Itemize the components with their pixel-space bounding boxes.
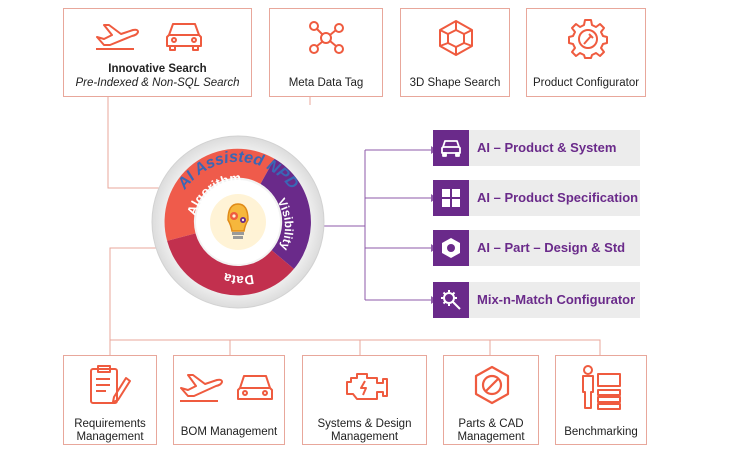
innovative-search-subtitle: Pre-Indexed & Non-SQL Search [75,77,240,89]
innovative-search-box[interactable]: Innovative Search Pre-Indexed & Non-SQL … [63,8,252,97]
ai-product-system-label: AI – Product & System [477,140,617,155]
product-configurator-box[interactable]: Product Configurator [526,8,646,97]
lightbulb-gear-icon [227,203,249,239]
3d-shape-icon [435,17,477,59]
ai-product-specification-label: AI – Product Specification [477,190,639,205]
ai-product-specification-item[interactable]: AI – Product Specification [433,180,640,216]
car-icon [433,130,469,166]
gear-wrench-icon [567,17,609,59]
algorithm-segment [164,148,275,241]
3d-shape-search-box[interactable]: 3D Shape Search [400,8,510,97]
airplane-car-icon [178,370,282,404]
grid-icon [433,180,469,216]
product-configurator-label: Product Configurator [532,77,640,89]
ai-product-system-item[interactable]: AI – Product & System [433,130,640,166]
meta-data-tag-box[interactable]: Meta Data Tag [269,8,383,97]
gear-search-icon [433,282,469,318]
mix-n-match-configurator-item[interactable]: Mix-n-Match Configurator [433,282,640,318]
requirements-management-box[interactable]: Requirements Management [63,355,157,445]
parts-cad-line2: Management [457,431,525,443]
requirements-management-line2: Management [76,431,144,443]
3d-shape-search-label: 3D Shape Search [409,77,501,89]
bom-management-box[interactable]: BOM Management [173,355,285,445]
clipboard-pen-icon [88,364,132,406]
requirements-management-line1: Requirements [74,418,146,430]
benchmarking-box[interactable]: Benchmarking [555,355,647,445]
ai-part-design-std-item[interactable]: AI – Part – Design & Std [433,230,640,266]
hex-nut-icon [433,230,469,266]
network-nodes-icon [306,19,346,57]
ai-part-design-std-label: AI – Part – Design & Std [477,240,626,255]
meta-data-tag-label: Meta Data Tag [288,77,364,89]
person-chart-icon [580,364,624,412]
parts-cad-line1: Parts & CAD [458,418,524,430]
visibility-segment [260,158,311,269]
systems-design-line1: Systems & Design [317,418,412,430]
airplane-icon [94,21,140,51]
benchmarking-label: Benchmarking [564,426,638,438]
mix-n-match-configurator-label: Mix-n-Match Configurator [477,292,636,307]
systems-design-management-box[interactable]: Systems & Design Management [302,355,427,445]
data-segment [167,233,294,296]
hex-nut-icon [471,364,513,406]
engine-icon [343,366,389,404]
innovative-search-title: Innovative Search [108,63,207,75]
parts-cad-management-box[interactable]: Parts & CAD Management [443,355,539,445]
ai-assisted-npd-wheel: AI Assisted NPD Algorithm Visibility Dat… [148,132,328,312]
bom-management-label: BOM Management [180,426,278,438]
systems-design-line2: Management [330,431,399,443]
car-icon [164,19,204,51]
